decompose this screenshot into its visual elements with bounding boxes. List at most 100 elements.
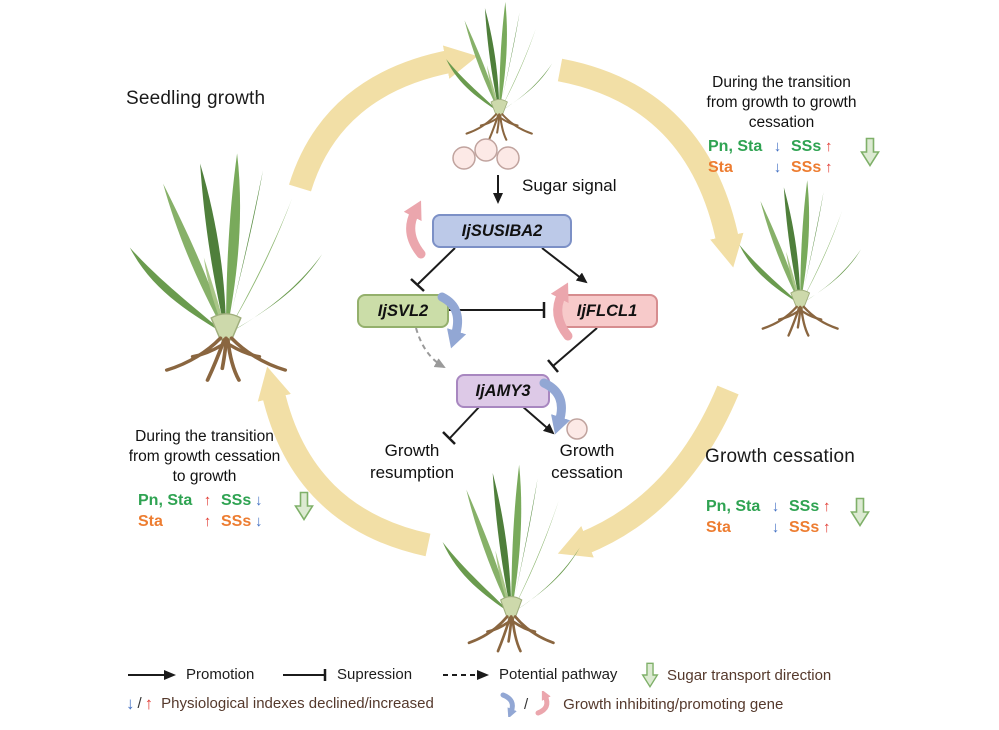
sugar-transport-arrow-left — [294, 491, 314, 521]
pathway-connectors — [410, 175, 598, 445]
legend-promotion: Promotion — [126, 666, 254, 683]
sugar-circle — [452, 146, 476, 170]
stats-row: Pn, Sta ↓ SSs ↑ — [708, 136, 836, 157]
label-growth-cessation-center: Growth cessation — [528, 440, 646, 484]
sugar-circle-cessation — [566, 418, 588, 440]
legend-label: Supression — [337, 666, 413, 683]
stat-label: SSs — [221, 491, 252, 509]
gene-label-amy3: IjAMY3 — [475, 381, 531, 400]
plant-top-illustration — [445, 1, 554, 141]
gene-box-susiba2: IjSUSIBA2 — [432, 214, 572, 248]
stat-label: SSs — [221, 512, 252, 530]
sugar-circle — [474, 138, 498, 162]
legend-suppression: Supression — [281, 666, 412, 683]
legend-gene-regulation: / Growth inhibiting/promoting gene — [497, 691, 783, 717]
down-arrow-icon: ↓ — [773, 159, 782, 176]
promotion-arrow-icon — [128, 669, 176, 680]
sugar-transport-arrow-icon — [641, 662, 659, 688]
gene-box-amy3: IjAMY3 — [456, 374, 550, 408]
stat-label: Sta — [708, 158, 733, 176]
transition-line: During the transition — [712, 74, 851, 91]
tbar-amy3-to-resumption — [442, 431, 456, 445]
stats-row: Sta ↓ SSs ↑ — [706, 517, 834, 538]
legend-physiological-indexes: ↓ / ↑ Physiological indexes declined/inc… — [126, 695, 434, 712]
legend-potential-pathway: Potential pathway — [441, 666, 617, 683]
transition-line: to growth — [172, 468, 237, 485]
legend-label: Sugar transport direction — [667, 666, 832, 684]
gene-box-flcl1: IjFLCL1 — [556, 294, 658, 328]
transition-line: During the transition — [135, 428, 274, 445]
stats-right: Pn, Sta ↓ SSs ↑ Sta ↓ SSs ↑ — [706, 496, 834, 538]
stat-label: SSs — [789, 497, 820, 515]
stats-row: Sta ↓ SSs ↑ — [708, 157, 836, 178]
stats-row: Pn, Sta ↑ SSs ↓ — [138, 490, 266, 511]
stat-label: Pn, Sta — [708, 137, 763, 155]
cycle-arrow-top-to-right — [557, 58, 744, 268]
line-susiba2-to-svl2 — [417, 247, 456, 285]
line-amy3-to-resumption — [449, 405, 481, 439]
down-arrow-icon: ↓ — [771, 519, 780, 536]
gene-box-svl2: IjSVL2 — [357, 294, 449, 328]
up-arrow-icon: ↑ — [823, 519, 831, 536]
label-growth-cessation: Growth cessation — [705, 446, 855, 467]
legend-label: Growth inhibiting/promoting gene — [563, 695, 784, 713]
up-arrow-icon: ↑ — [203, 513, 212, 530]
cycle-arrow-left-to-top — [289, 45, 478, 192]
gene-label-svl2: IjSVL2 — [377, 301, 429, 320]
stat-label: SSs — [789, 518, 820, 536]
slash-separator: / — [524, 695, 529, 713]
stat-label: Sta — [706, 518, 731, 536]
stats-left: Pn, Sta ↑ SSs ↓ Sta ↑ SSs ↓ — [138, 490, 266, 532]
label-seedling-growth: Seedling growth — [126, 88, 266, 109]
transition-line: from growth to growth — [706, 94, 857, 111]
sugar-transport-arrow-right — [850, 497, 870, 527]
transition-line: cessation — [748, 114, 815, 131]
up-arrow-icon: ↑ — [203, 492, 212, 509]
sugar-circles — [452, 138, 588, 440]
stats-top-right: Pn, Sta ↓ SSs ↑ Sta ↓ SSs ↑ — [708, 136, 836, 178]
stat-label: Pn, Sta — [706, 497, 761, 515]
potential-pathway-arrow-icon — [443, 669, 489, 680]
legend-label: Promotion — [186, 666, 255, 683]
arrow-susiba2-to-flcl1 — [541, 247, 588, 284]
promoting-gene-arrow-icon — [535, 691, 551, 716]
label-sugar-signal: Sugar signal — [522, 176, 617, 195]
sugar-circle — [496, 146, 520, 170]
down-arrow-icon: ↓ — [771, 498, 780, 515]
suppression-tbar-icon — [283, 668, 327, 681]
dashed-arrow-svl2-to-amy3 — [415, 327, 446, 368]
up-arrow-icon: ↑ — [144, 694, 154, 713]
transition-top-right-text: During the transition from growth to gro… — [664, 73, 899, 133]
up-arrow-icon: ↑ — [825, 138, 833, 155]
sugar-transport-arrow-top-right — [860, 137, 880, 167]
slash-separator: / — [137, 695, 142, 712]
stat-label: Pn, Sta — [138, 491, 193, 509]
gene-label-susiba2: IjSUSIBA2 — [461, 221, 543, 240]
down-arrow-icon: ↓ — [255, 513, 263, 530]
down-arrow-icon: ↓ — [773, 138, 782, 155]
label-line: Growth — [384, 441, 440, 460]
label-line: cessation — [551, 463, 623, 482]
stat-label: SSs — [791, 158, 822, 176]
up-arrow-icon: ↑ — [825, 159, 833, 176]
legend-sugar-transport: Sugar transport direction — [641, 662, 831, 688]
stat-label: Sta — [138, 512, 163, 530]
gene-label-flcl1: IjFLCL1 — [576, 301, 638, 320]
cycle-arrows — [257, 45, 744, 558]
plant-left-illustration — [127, 151, 325, 383]
label-growth-resumption: Growth resumption — [350, 440, 474, 484]
label-line: resumption — [369, 463, 455, 482]
plant-bottom-illustration — [441, 463, 582, 653]
inhibiting-gene-arrow-icon — [500, 692, 517, 717]
stats-row: Sta ↑ SSs ↓ — [138, 511, 266, 532]
transition-left-text: During the transition from growth cessat… — [92, 427, 317, 487]
stats-row: Pn, Sta ↓ SSs ↑ — [706, 496, 834, 517]
tbar-flcl1-to-amy3 — [547, 359, 559, 373]
stat-label: SSs — [791, 137, 822, 155]
legend-label: Potential pathway — [499, 666, 618, 683]
up-arrow-icon: ↑ — [823, 498, 831, 515]
cycle-arrow-bottom-to-left — [257, 366, 431, 557]
plant-right-illustration — [738, 179, 863, 337]
